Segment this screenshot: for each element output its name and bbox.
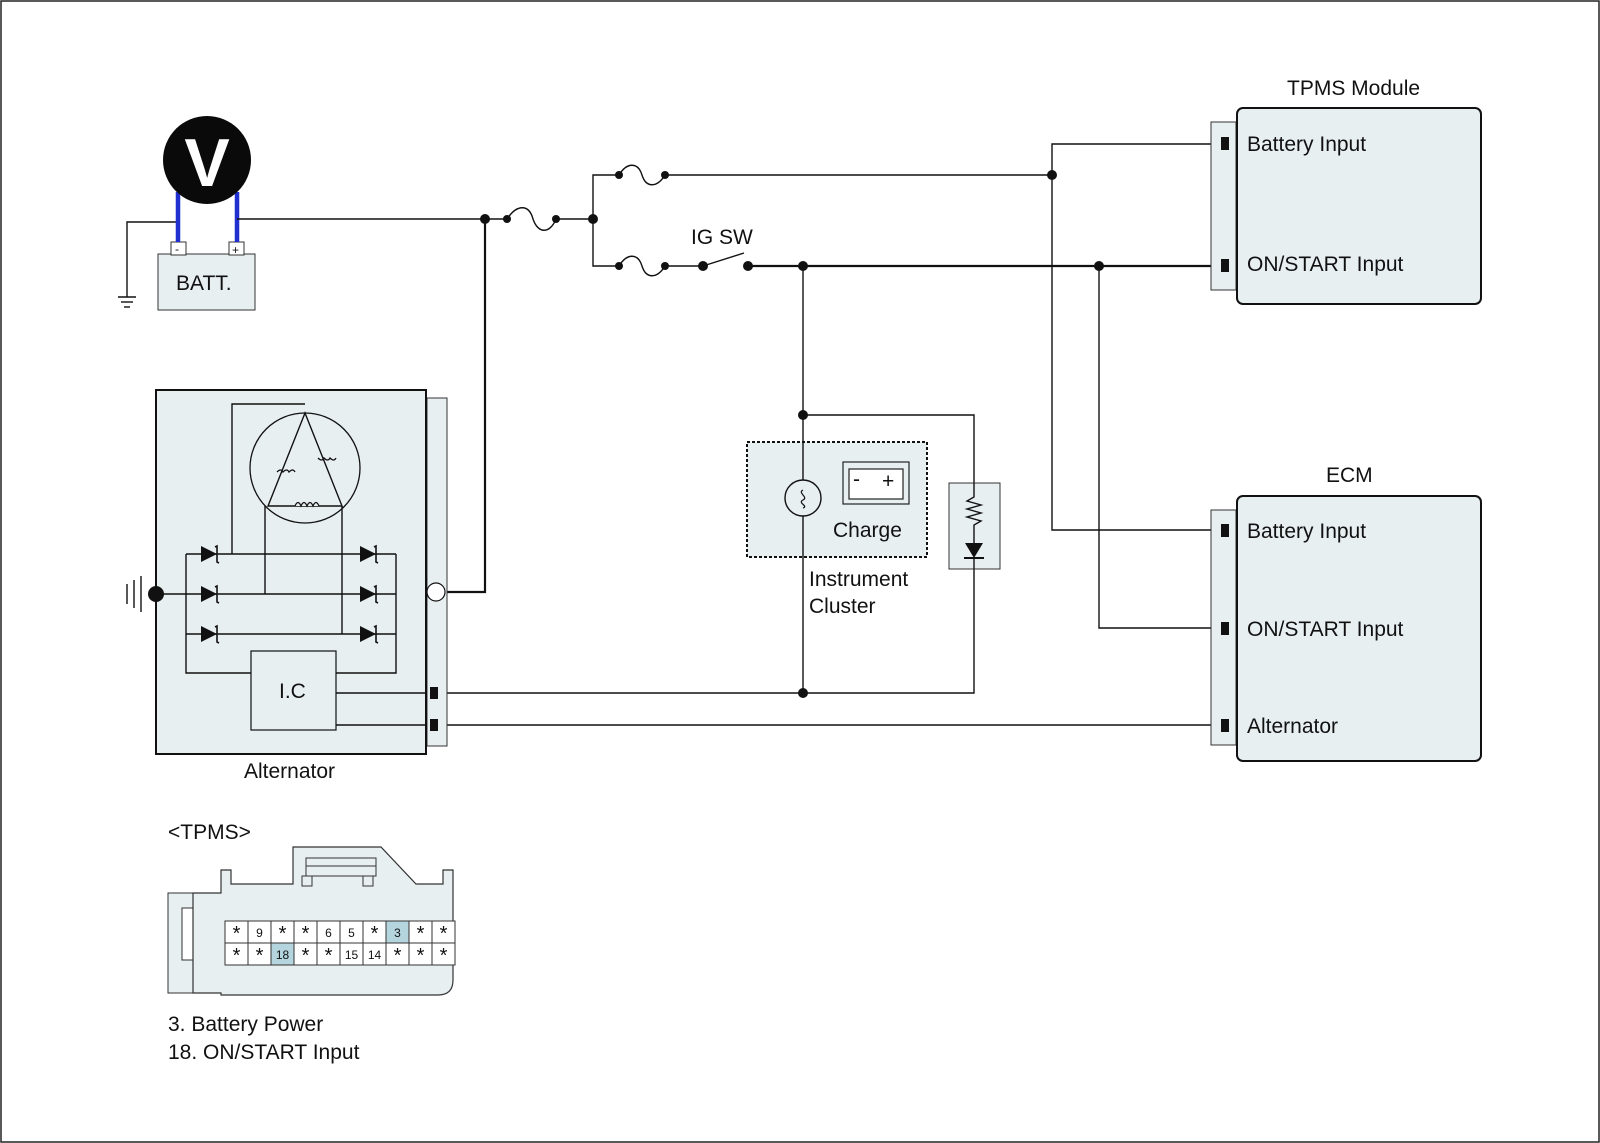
- battery-ground-wire: [126, 221, 178, 297]
- diode-icon: [201, 626, 217, 642]
- diode-icon: [201, 586, 217, 602]
- ig-sw-label: IG SW: [691, 226, 753, 249]
- connector-pin-label: *: [371, 923, 379, 945]
- diode-icon: [360, 586, 376, 602]
- diode-icon: [965, 543, 983, 558]
- ecm-on-start-input-label: ON/START Input: [1247, 618, 1404, 641]
- charge-label: Charge: [833, 519, 902, 542]
- battery-symbol: [157, 253, 256, 311]
- ecm-title: ECM: [1326, 464, 1373, 487]
- b-terminal-icon: [426, 582, 446, 602]
- stator-lead: [231, 403, 305, 554]
- battery-neg-label: -: [175, 242, 179, 256]
- connector-pin-label: *: [279, 923, 287, 945]
- connector-pin-label: *: [417, 923, 425, 945]
- connector-pin-label: 9: [256, 926, 263, 940]
- battery-pos-label: +: [232, 243, 239, 257]
- connector-pin-label: *: [302, 923, 310, 945]
- voltmeter-icon: [163, 116, 251, 204]
- alternator-b-wire: [446, 219, 487, 594]
- diode-icon: [360, 546, 376, 562]
- ic-box: [250, 650, 337, 731]
- connector-pin-label: *: [256, 945, 264, 967]
- connector-pin-label: 3: [394, 926, 401, 940]
- pin-icon: [1221, 719, 1229, 732]
- charge-icon-plus: +: [882, 470, 894, 493]
- connector-pin-label: *: [302, 945, 310, 967]
- ground-icon: [126, 576, 142, 612]
- rectifier-bridge: [185, 553, 397, 674]
- pin-icon: [1221, 137, 1229, 150]
- ground-point-icon: [148, 586, 164, 602]
- pin-icon: [1221, 622, 1229, 635]
- connector-pin-label: 18: [276, 948, 290, 962]
- instrument-cluster-label: Instrument: [809, 568, 908, 591]
- tpms-on-start-input-label: ON/START Input: [1247, 253, 1404, 276]
- ground-icon: [118, 296, 136, 308]
- alternator: I.C Alternator: [155, 389, 448, 783]
- ig-fuse-icon: [618, 255, 666, 277]
- connector-pin-label: *: [233, 945, 241, 967]
- ecm-battery-input-label: Battery Input: [1247, 520, 1366, 543]
- connector-legend-item: 18. ON/START Input: [168, 1041, 360, 1064]
- connector-pin-label: *: [233, 923, 241, 945]
- pin-icon: [1221, 524, 1229, 537]
- ecm-alternator-label: Alternator: [1247, 715, 1338, 738]
- ecm-box: [1236, 495, 1482, 762]
- instrument-cluster-label-2: Cluster: [809, 595, 876, 618]
- connector-pin-label: *: [440, 923, 448, 945]
- connector-pin-label: *: [417, 945, 425, 967]
- connector-legend-item: 3. Battery Power: [168, 1013, 323, 1036]
- pin-icon: [430, 719, 438, 731]
- tpms-module-box: [1236, 107, 1482, 305]
- connector-latch: [167, 892, 194, 994]
- diode-icon: [201, 546, 217, 562]
- battery-label: BATT.: [176, 272, 232, 295]
- voltmeter-label: V: [184, 125, 229, 201]
- ecm-connector: [1210, 509, 1237, 746]
- ecm-on-start-wire: [1098, 266, 1224, 629]
- tpms-battery-wire: [1051, 143, 1224, 175]
- resistor-diode-group: [948, 482, 1001, 570]
- ic-leads: [336, 692, 426, 726]
- tpms-module: TPMS Module Battery Input ON/START Input: [1210, 77, 1482, 305]
- diode-icon: [360, 626, 376, 642]
- ic-label: I.C: [279, 680, 306, 703]
- connector-pin-label: 14: [368, 948, 382, 962]
- battery-fuse-icon: [618, 164, 666, 186]
- tpms-module-title: TPMS Module: [1287, 77, 1420, 100]
- connector-pin-label: 6: [325, 926, 332, 940]
- pin-icon: [1221, 259, 1229, 272]
- fuse-split-wire: [592, 174, 619, 267]
- stator-lead: [264, 506, 343, 634]
- resistor-icon: [964, 483, 984, 543]
- ecm-battery-wire: [1051, 175, 1224, 531]
- ecm: ECM Battery Input ON/START Input Alterna…: [1210, 464, 1482, 762]
- main-fuse-icon: [506, 207, 557, 231]
- alternator-label: Alternator: [244, 760, 335, 783]
- ig-switch-icon: [702, 252, 745, 267]
- connector-pin-label: *: [440, 945, 448, 967]
- connector-pin-cell: [431, 942, 456, 966]
- connector-pin-label: *: [394, 945, 402, 967]
- connector-pin-label: *: [325, 945, 333, 967]
- connector-pin-label: 15: [345, 948, 359, 962]
- charge-icon-minus: -: [853, 468, 860, 491]
- connector-title: <TPMS>: [168, 821, 251, 844]
- instrument-cluster: - + Charge Instrument Cluster: [746, 441, 928, 618]
- charge-lamp-icon: [784, 479, 822, 517]
- tpms-battery-input-label: Battery Input: [1247, 133, 1366, 156]
- connector-pin-label: 5: [348, 926, 355, 940]
- pin-icon: [430, 687, 438, 699]
- battery-group: - + BATT. V: [118, 116, 256, 311]
